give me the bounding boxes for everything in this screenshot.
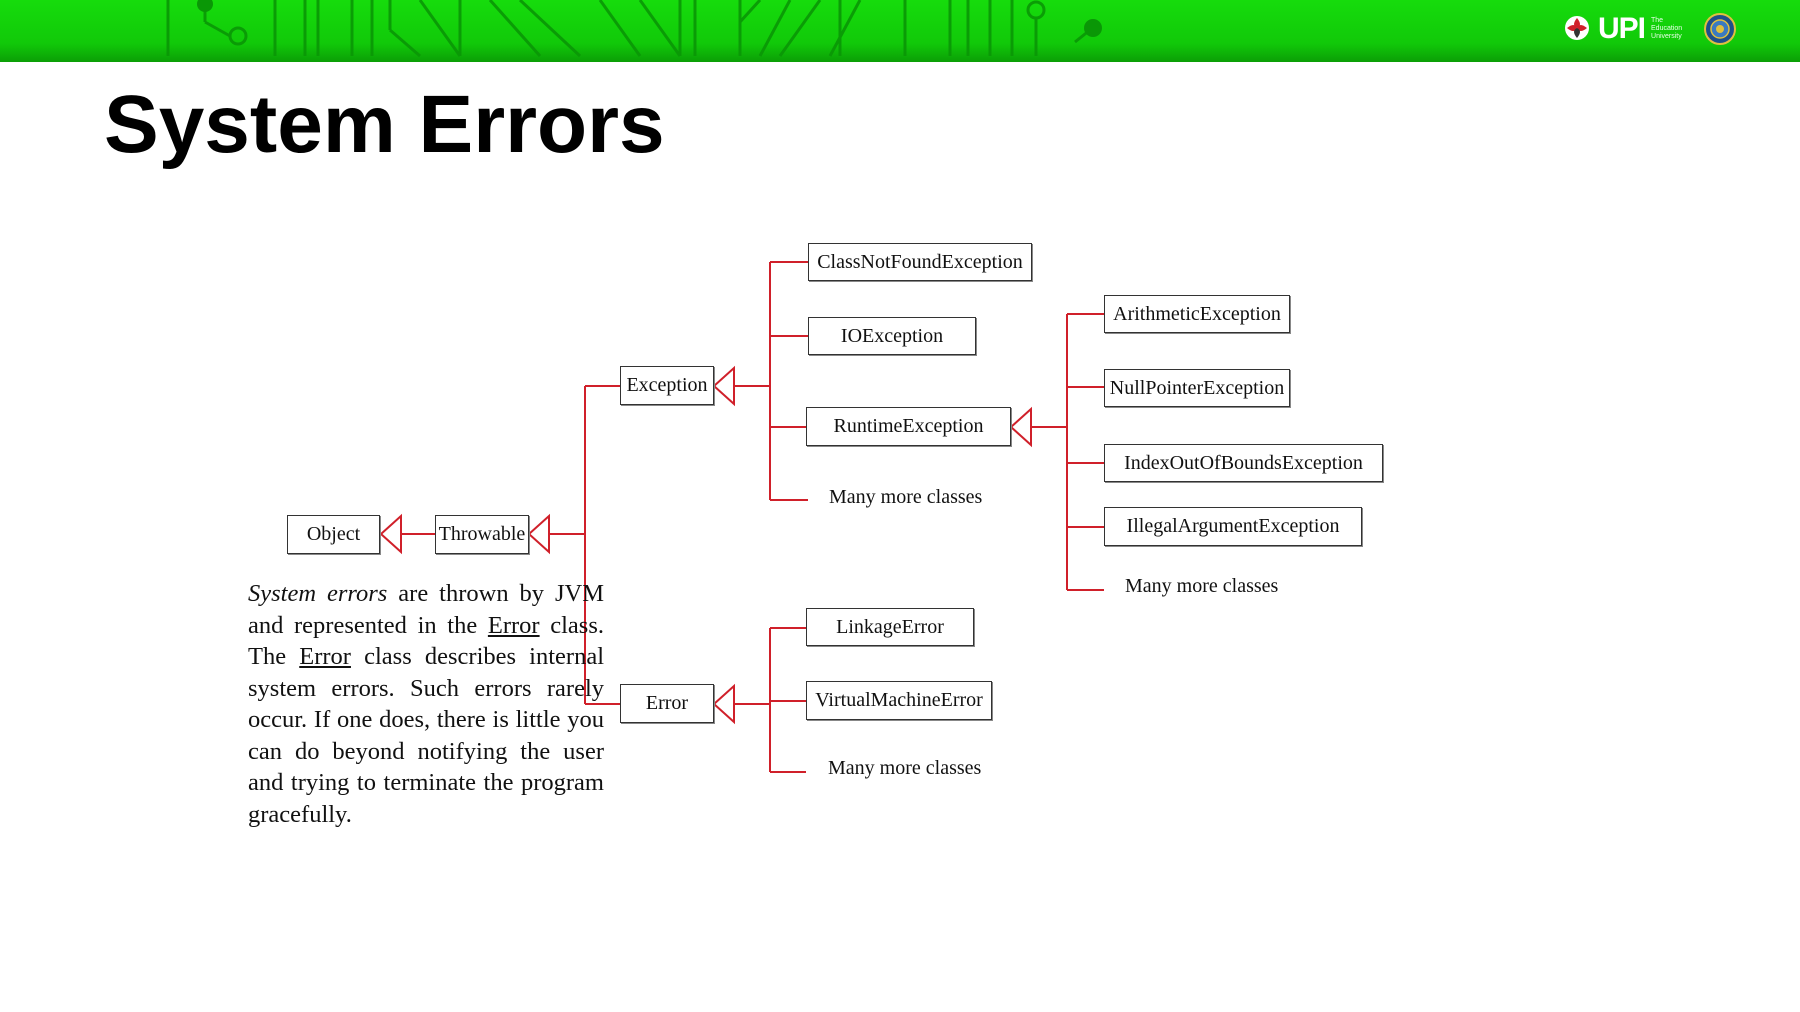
node-indexoutofbounds: IndexOutOfBoundsException — [1104, 444, 1383, 482]
node-classnotfound: ClassNotFoundException — [808, 243, 1032, 281]
description-text-3: class describes internal system errors. … — [248, 643, 605, 828]
upi-logo: UPI The Education University — [1598, 12, 1693, 46]
top-banner: UPI The Education University — [0, 0, 1800, 62]
arrowhead-object — [379, 513, 402, 555]
node-more-runtime: Many more classes — [1125, 575, 1279, 597]
node-linkage: LinkageError — [806, 608, 974, 646]
upi-logo-text: UPI — [1598, 12, 1646, 45]
node-nullpointer: NullPointerException — [1104, 369, 1290, 407]
arrowhead-error — [712, 683, 735, 725]
node-virtualmachine: VirtualMachineError — [806, 681, 992, 720]
node-exception: Exception — [620, 366, 714, 405]
arrowhead-exception — [712, 365, 735, 407]
description-text-2: class. The — [248, 611, 604, 671]
arrowhead-throwable — [527, 513, 550, 555]
node-throwable: Throwable — [435, 515, 529, 554]
description-paragraph: System errors are thrown by JVM and repr… — [248, 578, 604, 830]
node-runtime: RuntimeException — [806, 407, 1011, 446]
node-arithmetic: ArithmeticException — [1104, 295, 1290, 333]
node-object: Object — [287, 515, 380, 554]
description-error-ref-1: Error — [487, 611, 540, 639]
circuit-banner-graphic — [0, 0, 1800, 62]
arrowhead-runtime — [1009, 406, 1032, 448]
description-text-1: are thrown by JVM and represented in the — [248, 580, 604, 639]
page-title: System Errors — [104, 79, 665, 170]
node-error: Error — [620, 684, 714, 723]
node-more-error: Many more classes — [828, 757, 982, 779]
description-term: System errors — [248, 580, 388, 607]
upi-logo-subtitle: The Education University — [1651, 17, 1683, 40]
description-error-ref-2: Error — [299, 643, 351, 670]
upi-flower-icon — [1565, 16, 1589, 40]
node-illegalargument: IllegalArgumentException — [1104, 507, 1362, 546]
university-seal-icon — [1704, 13, 1736, 45]
node-more-exception: Many more classes — [829, 486, 983, 508]
node-ioexception: IOException — [808, 317, 976, 355]
